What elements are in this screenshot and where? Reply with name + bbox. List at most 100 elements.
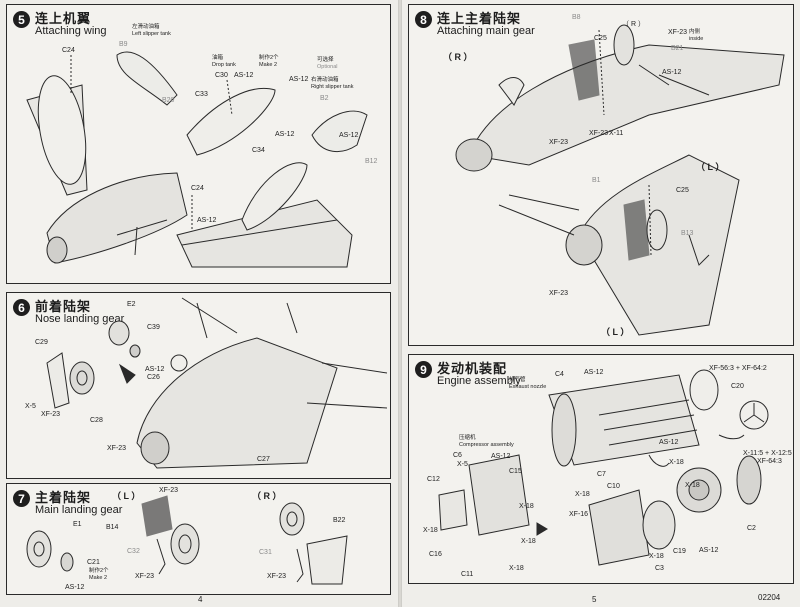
wing-assembly-drawing	[26, 51, 368, 268]
label-c27: C27	[257, 456, 270, 463]
label-xf23-c: XF-23	[267, 573, 287, 580]
label-b13: B13	[681, 230, 694, 237]
left-side-mark-2: （ L ）	[601, 327, 630, 337]
label-color-mix-1: XF-56:3 + XF-64:2	[709, 365, 767, 372]
label-xf23-c: XF-23	[589, 130, 609, 137]
step-title-en: Attaching wing	[35, 25, 107, 37]
label-b21: B21	[671, 45, 684, 52]
left-page: 5 连上机翼 Attaching wing 左滑动油箱 Left s	[0, 0, 398, 607]
label-inside-cn: 内侧	[689, 29, 701, 35]
book-spine	[398, 0, 402, 607]
label-x18-a: X-18	[669, 459, 684, 466]
right-side-mark: （ R ）	[443, 52, 473, 62]
label-c21: C21	[87, 559, 100, 566]
label-drop-tank-cn: 油箱	[212, 55, 224, 61]
label-b2: B2	[320, 95, 329, 102]
step-9-panel: 9 发动机装配 Engine assembly	[408, 354, 794, 584]
step-title-en: Main landing gear	[35, 504, 123, 516]
label-b22: B22	[333, 517, 346, 524]
step-number-badge: 9	[415, 361, 432, 378]
step-title-cn: 前着陆架	[35, 299, 92, 314]
label-color-mix-2: X-11:5 + X-12:5	[743, 450, 792, 457]
label-optional-en: Optional	[317, 64, 338, 70]
label-c25-b: C25	[676, 187, 689, 194]
label-right-slipper-en: Right slipper tank	[311, 84, 354, 90]
label-compressor-cn: 压缩机	[459, 435, 476, 441]
label-e2: E2	[127, 301, 136, 308]
label-c2: C2	[747, 525, 756, 532]
label-make2-cn: 制作2个	[259, 55, 279, 61]
label-as12-a: AS-12	[234, 72, 254, 79]
label-c24-mid: C24	[191, 185, 204, 192]
step-title-en: Engine assembly	[437, 375, 521, 387]
label-c6: C6	[453, 452, 462, 459]
label-xf23-b: XF-23	[549, 139, 569, 146]
label-c10: C10	[607, 483, 620, 490]
label-x18-f: X-18	[509, 565, 524, 572]
label-make2-cn: 制作2个	[89, 568, 109, 574]
step-title-en: Attaching main gear	[437, 25, 535, 37]
label-xf23-b: XF-23	[135, 573, 155, 580]
label-c15: C15	[509, 468, 522, 475]
label-x11: X-11	[609, 130, 624, 137]
label-xf23-a: XF-23	[668, 29, 688, 36]
left-side-mark: （ L ）	[696, 162, 725, 172]
label-c16: C16	[429, 551, 442, 558]
step-number-badge: 6	[13, 299, 30, 316]
label-as12-c: AS-12	[275, 131, 295, 138]
label-xf23-b: XF-23	[107, 445, 127, 452]
label-left-slipper-cn: 左滑动油箱	[132, 24, 160, 30]
engine-assembly-drawing	[438, 369, 769, 566]
label-as12-b: AS-12	[659, 439, 679, 446]
step-title-cn: 发动机装配	[437, 361, 508, 376]
nose-gear-drawing	[46, 297, 388, 469]
step-5-panel: 5 连上机翼 Attaching wing 左滑动油箱 Left s	[6, 4, 391, 284]
right-page: 8 连上主着陆架 Attaching main gear （ R ）	[402, 0, 800, 607]
label-x18-h: X-18	[521, 538, 536, 545]
label-b14: B14	[106, 524, 119, 531]
label-c31: C31	[259, 549, 272, 556]
label-drop-tank-en: Drop tank	[212, 62, 236, 68]
label-c19: C19	[673, 548, 686, 555]
label-c3: C3	[655, 565, 664, 572]
label-c32: C32	[127, 548, 140, 555]
left-side-mark: （ L ）	[112, 491, 141, 501]
label-c25-a: C25	[594, 35, 607, 42]
label-as12: AS-12	[145, 366, 165, 373]
right-side-mark: （ R ）	[252, 491, 282, 501]
label-b12: B12	[365, 158, 378, 165]
label-x18-c: X-18	[519, 503, 534, 510]
step-7-panel: 7 主着陆架 Main landing gear （ L ） （ R ） XF-…	[6, 483, 391, 595]
main-gear-attach-drawing	[455, 24, 785, 336]
label-c34: C34	[252, 147, 265, 154]
label-c11: C11	[461, 571, 474, 578]
label-compressor-en: Compressor assembly	[459, 442, 514, 448]
label-x18-d: X-18	[423, 527, 438, 534]
label-as12-a: AS-12	[584, 369, 604, 376]
step-title-cn: 连上机翼	[35, 11, 92, 26]
step-title-cn: 连上主着陆架	[437, 11, 522, 26]
label-xf16: XF-16	[569, 511, 589, 518]
label-b20: B20	[162, 97, 175, 104]
label-make2-en: Make 2	[89, 575, 108, 581]
label-xf64: XF-64:3	[757, 458, 782, 465]
label-xf23-a: XF-23	[159, 487, 179, 494]
label-c39: C39	[147, 324, 160, 331]
step-title-en: Nose landing gear	[35, 313, 125, 325]
label-x5: X-5	[25, 403, 36, 410]
step-number-badge: 5	[13, 11, 30, 28]
label-x18-g: X-18	[685, 482, 700, 489]
label-right-slipper-cn: 右滑动油箱	[311, 77, 339, 83]
label-c29: C29	[35, 339, 48, 346]
main-gear-drawing	[26, 495, 348, 585]
label-xf23-d: XF-23	[549, 290, 569, 297]
label-c7: C7	[597, 471, 606, 478]
product-code: 02204	[758, 593, 781, 602]
label-as12-d: AS-12	[339, 132, 359, 139]
label-as12: AS-12	[65, 584, 85, 591]
label-r-small: （ R ）	[622, 21, 645, 28]
step-title-cn: 主着陆架	[35, 490, 92, 505]
label-c28: C28	[90, 417, 103, 424]
label-b9: B9	[119, 41, 128, 48]
label-as12-e: AS-12	[197, 217, 217, 224]
